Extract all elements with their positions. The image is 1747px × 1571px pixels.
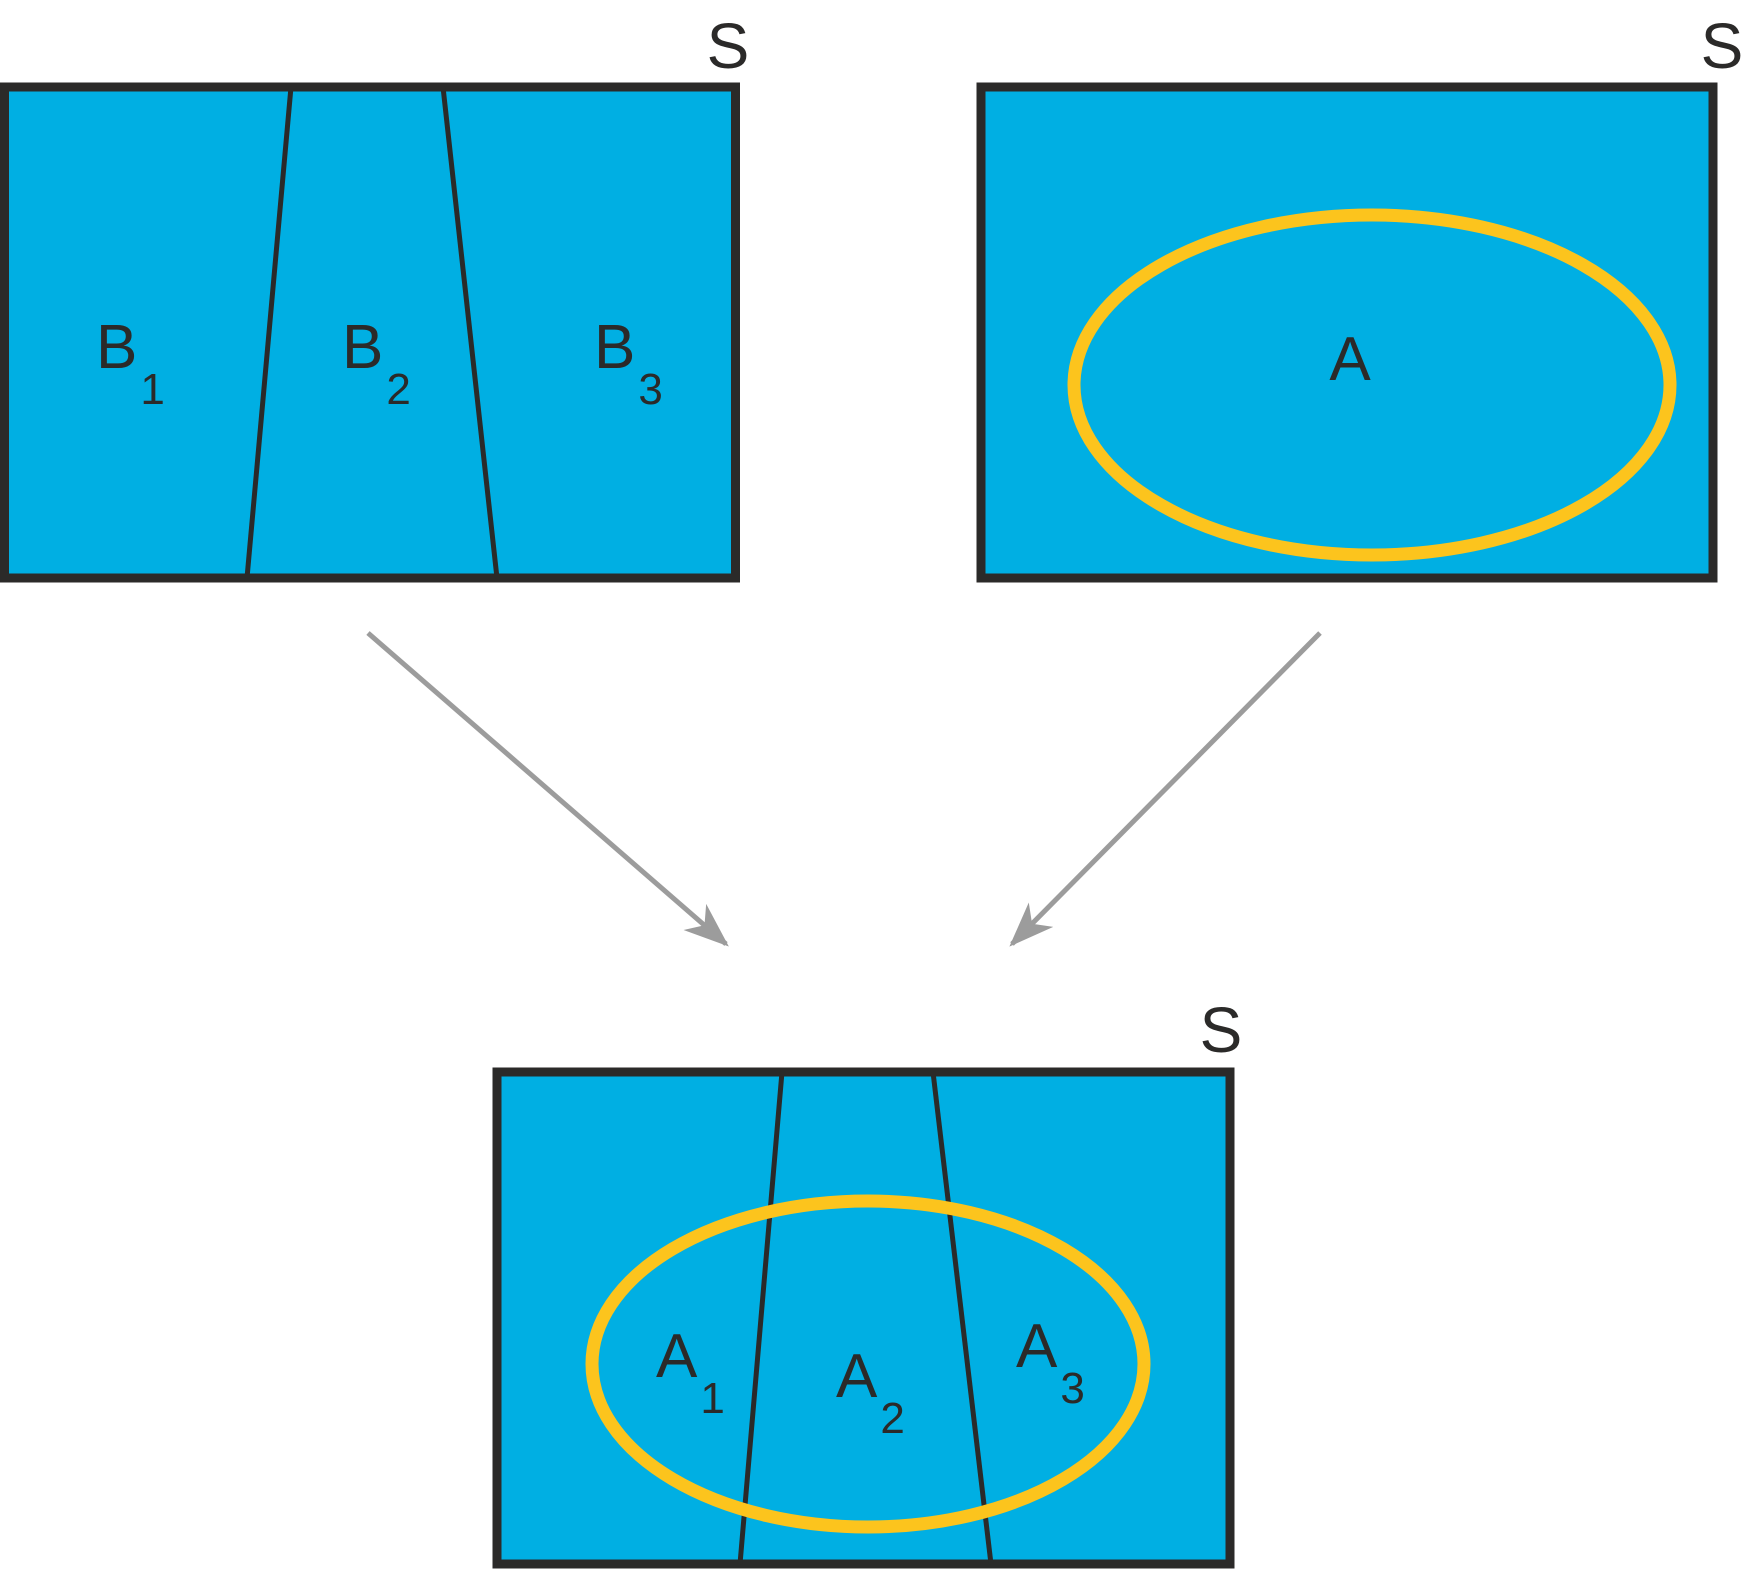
- arrow-from-event: [1009, 631, 1322, 947]
- region-label-b2: B2: [342, 313, 411, 414]
- region-label-b3-sub: 3: [638, 365, 662, 414]
- intersection-sample-space-label: S: [1200, 994, 1243, 1066]
- region-label-b1-base: B: [96, 313, 137, 382]
- region-label-b1: B1: [96, 313, 165, 414]
- intersection-divider-line-2: [930, 1071, 994, 1565]
- partition-sample-space-label: S: [707, 10, 750, 82]
- region-label-a1-sub: 1: [700, 1374, 724, 1423]
- partition-divider-line-1: [244, 86, 294, 579]
- intersection-divider-line-1: [737, 1071, 785, 1565]
- region-label-a3-sub: 3: [1060, 1364, 1084, 1413]
- intersection-panel: S A1 A2 A3: [492, 994, 1243, 1569]
- region-label-a1: A1: [656, 1322, 725, 1423]
- partition-sample-space-rect: [0, 82, 740, 583]
- region-label-b3-base: B: [594, 313, 635, 382]
- region-label-a3: A3: [1016, 1312, 1085, 1413]
- region-label-a2-sub: 2: [880, 1394, 904, 1443]
- partition-divider-line-2: [440, 86, 500, 579]
- region-label-b1-sub: 1: [140, 365, 164, 414]
- intersection-sample-space-rect: [492, 1067, 1235, 1569]
- event-panel: S A: [976, 10, 1744, 583]
- region-label-b3: B3: [594, 313, 663, 414]
- region-label-a1-base: A: [656, 1322, 698, 1391]
- combine-arrows: [366, 631, 1322, 947]
- intersection-a-ellipse: [585, 1194, 1151, 1534]
- partition-panel: S B1 B2 B3: [0, 10, 750, 583]
- arrow-from-partition: [366, 631, 729, 947]
- region-label-a2: A2: [836, 1342, 905, 1443]
- event-sample-space-label: S: [1701, 10, 1744, 82]
- event-a-label: A: [1329, 325, 1371, 394]
- region-label-b2-sub: 2: [386, 365, 410, 414]
- region-label-a3-base: A: [1016, 1312, 1058, 1381]
- region-label-a2-base: A: [836, 1342, 878, 1411]
- event-a-ellipse: [1067, 208, 1677, 562]
- region-label-b2-base: B: [342, 313, 383, 382]
